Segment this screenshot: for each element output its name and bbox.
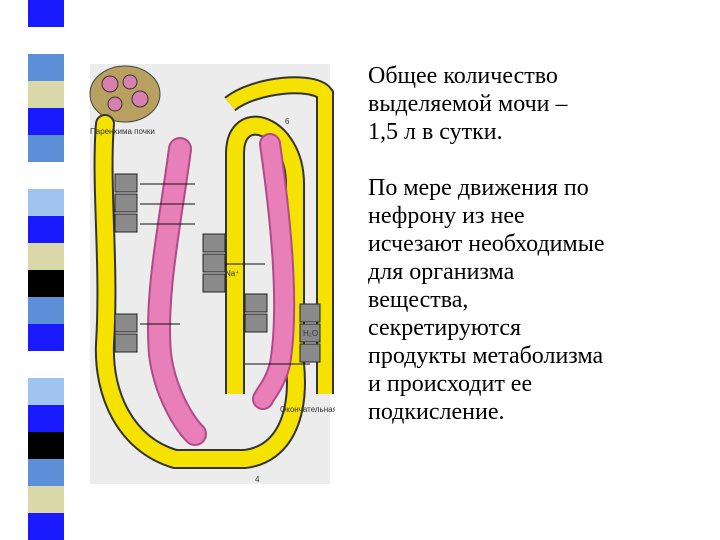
collecting-duct <box>227 117 303 394</box>
stripe-segment <box>28 27 64 54</box>
distal-tubule <box>225 78 332 394</box>
label-number-6: 6 <box>285 117 290 126</box>
stripe-segment <box>28 54 64 81</box>
text-line: По мере движения по <box>368 175 589 201</box>
text-line: секретируются <box>368 315 522 341</box>
glomerulus <box>89 65 161 123</box>
stripe-segment <box>28 513 64 540</box>
nephron-diagram: Паренхима почки Окончательная моча 6 4 H… <box>85 64 335 484</box>
stripe-segment <box>28 189 64 216</box>
text-line: исчезают необходимые <box>368 231 605 257</box>
text-line: подкисление. <box>368 399 505 425</box>
stripe-segment <box>28 405 64 432</box>
stripe-segment <box>28 135 64 162</box>
text-line: Общее количество <box>368 63 558 89</box>
text-line: продукты метаболизма <box>368 343 604 369</box>
label-final-urine: Окончательная моча <box>280 405 335 414</box>
tubule-loop <box>95 116 304 467</box>
stripe-segment <box>28 297 64 324</box>
stripe-segment <box>28 351 64 378</box>
blood-vessel-right <box>254 135 294 408</box>
decorative-stripe-bar <box>28 0 64 540</box>
stripe-segment <box>28 378 64 405</box>
stripe-segment <box>28 162 64 189</box>
flow-arrows <box>140 183 310 365</box>
stripe-segment <box>28 486 64 513</box>
label-top-left: Паренхима почки <box>90 127 155 136</box>
nephron-illustration: Паренхима почки Окончательная моча 6 4 H… <box>85 64 335 484</box>
text-line: нефрону из нее <box>368 203 525 229</box>
text-line: и происходит ее <box>368 371 533 397</box>
stripe-segment <box>28 432 64 459</box>
stripe-segment <box>28 0 64 27</box>
tubule-cells <box>114 173 321 363</box>
stripe-segment <box>28 324 64 351</box>
label-number-4: 4 <box>255 475 260 484</box>
text-line: 1,5 л в сутки. <box>368 119 503 145</box>
label-h2o: H₂O <box>303 329 318 338</box>
blood-vessel-left <box>149 139 205 444</box>
stripe-segment <box>28 243 64 270</box>
stripe-segment <box>28 459 64 486</box>
paragraph-urine-volume: Общее количество выделяемой мочи – 1,5 л… <box>368 62 703 146</box>
label-na: Na⁺ <box>225 269 239 278</box>
paragraph-nephron-process: По мере движения по нефрону из нее исчез… <box>368 174 703 426</box>
text-line: вещества, <box>368 287 469 313</box>
stripe-segment <box>28 216 64 243</box>
text-line: для организма <box>368 259 515 285</box>
slide-text: Общее количество выделяемой мочи – 1,5 л… <box>368 62 703 454</box>
stripe-segment <box>28 108 64 135</box>
stripe-segment <box>28 270 64 297</box>
stripe-segment <box>28 81 64 108</box>
text-line: выделяемой мочи – <box>368 91 568 117</box>
